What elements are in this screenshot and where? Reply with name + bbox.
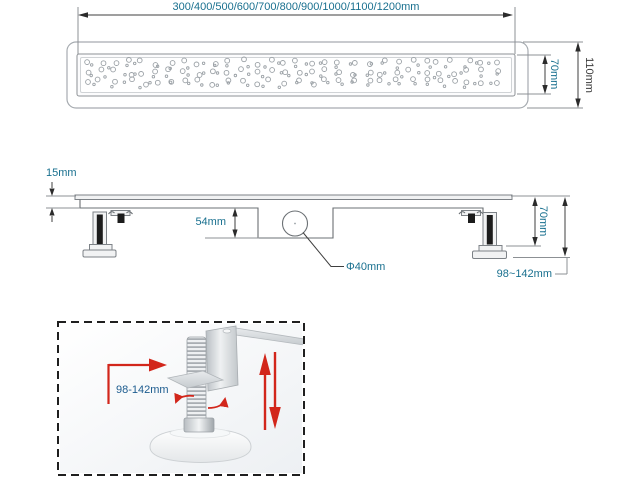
inset-detail <box>57 321 305 476</box>
installation-height-dimension <box>513 197 570 275</box>
red-arrow-down-icon <box>269 352 281 429</box>
right-foot-assembly <box>458 210 507 259</box>
body-height-dimension <box>506 195 570 247</box>
overall-width-dimension <box>523 41 583 109</box>
sump-depth-dimension <box>205 208 259 239</box>
grate-width-dimension <box>517 54 551 95</box>
rod-flange-plate <box>166 370 225 389</box>
red-arrow-up-icon <box>259 353 271 430</box>
outlet-diameter-label: Φ40mm <box>346 261 386 273</box>
outlet-circle <box>281 210 309 237</box>
bubble-pattern <box>84 56 502 90</box>
drain-channel-profile <box>79 199 484 239</box>
drain-top-flange <box>74 194 513 200</box>
length-dimension <box>77 7 516 54</box>
overall-width-label: 110mm <box>583 57 595 93</box>
rotation-arrows-icon <box>174 392 229 409</box>
body-height-label: 70mm <box>537 205 549 237</box>
inset-dashed-border <box>57 321 305 476</box>
adjustment-nut <box>183 417 215 433</box>
top-view <box>66 7 583 109</box>
side-view <box>46 182 570 275</box>
outlet-leader-line <box>302 232 344 267</box>
inset-adjustable-range-label: 98-142mm <box>116 384 169 396</box>
red-arrow-right-icon <box>107 358 167 404</box>
bracket-hole <box>222 328 232 334</box>
flange-height-dimension <box>46 182 80 222</box>
left-foot-assembly <box>82 210 133 258</box>
sump-depth-label: 54mm <box>195 216 226 228</box>
length-options-label: 300/400/500/600/700/800/900/1000/1100/12… <box>172 1 420 13</box>
installation-height-label: 98~142mm <box>496 268 552 280</box>
grate-width-label: 70mm <box>548 58 560 90</box>
bracket-plate <box>205 325 239 392</box>
flange-height-label: 15mm <box>46 167 77 179</box>
